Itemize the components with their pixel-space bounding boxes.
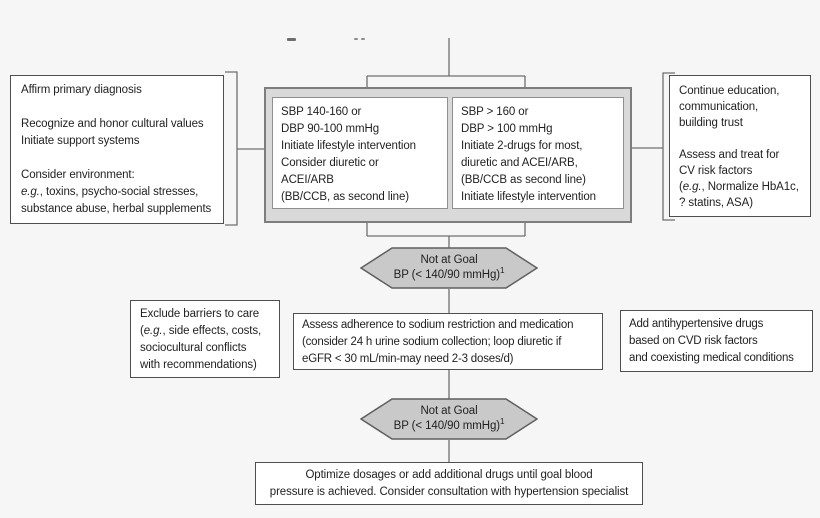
cropped-text-artifact [287,38,296,41]
right-bracket [632,72,675,221]
exclude-barriers-box: Exclude barriers to care(e.g., side effe… [130,300,280,378]
flow-connectors [366,38,526,463]
cropped-text-artifact [361,38,365,40]
hexagon-shape [360,398,538,440]
assess-adherence-box: Assess adherence to sodium restriction a… [293,313,603,370]
hexagon-shape [360,247,538,289]
education-trust-box: Continue education,communication,buildin… [669,75,811,217]
left-bracket [225,71,265,226]
optimize-dosages-box: Optimize dosages or add additional drugs… [255,462,643,505]
cropped-text-artifact [354,38,358,40]
affirm-diagnosis-box: Affirm primary diagnosis Recognize and h… [10,75,224,224]
